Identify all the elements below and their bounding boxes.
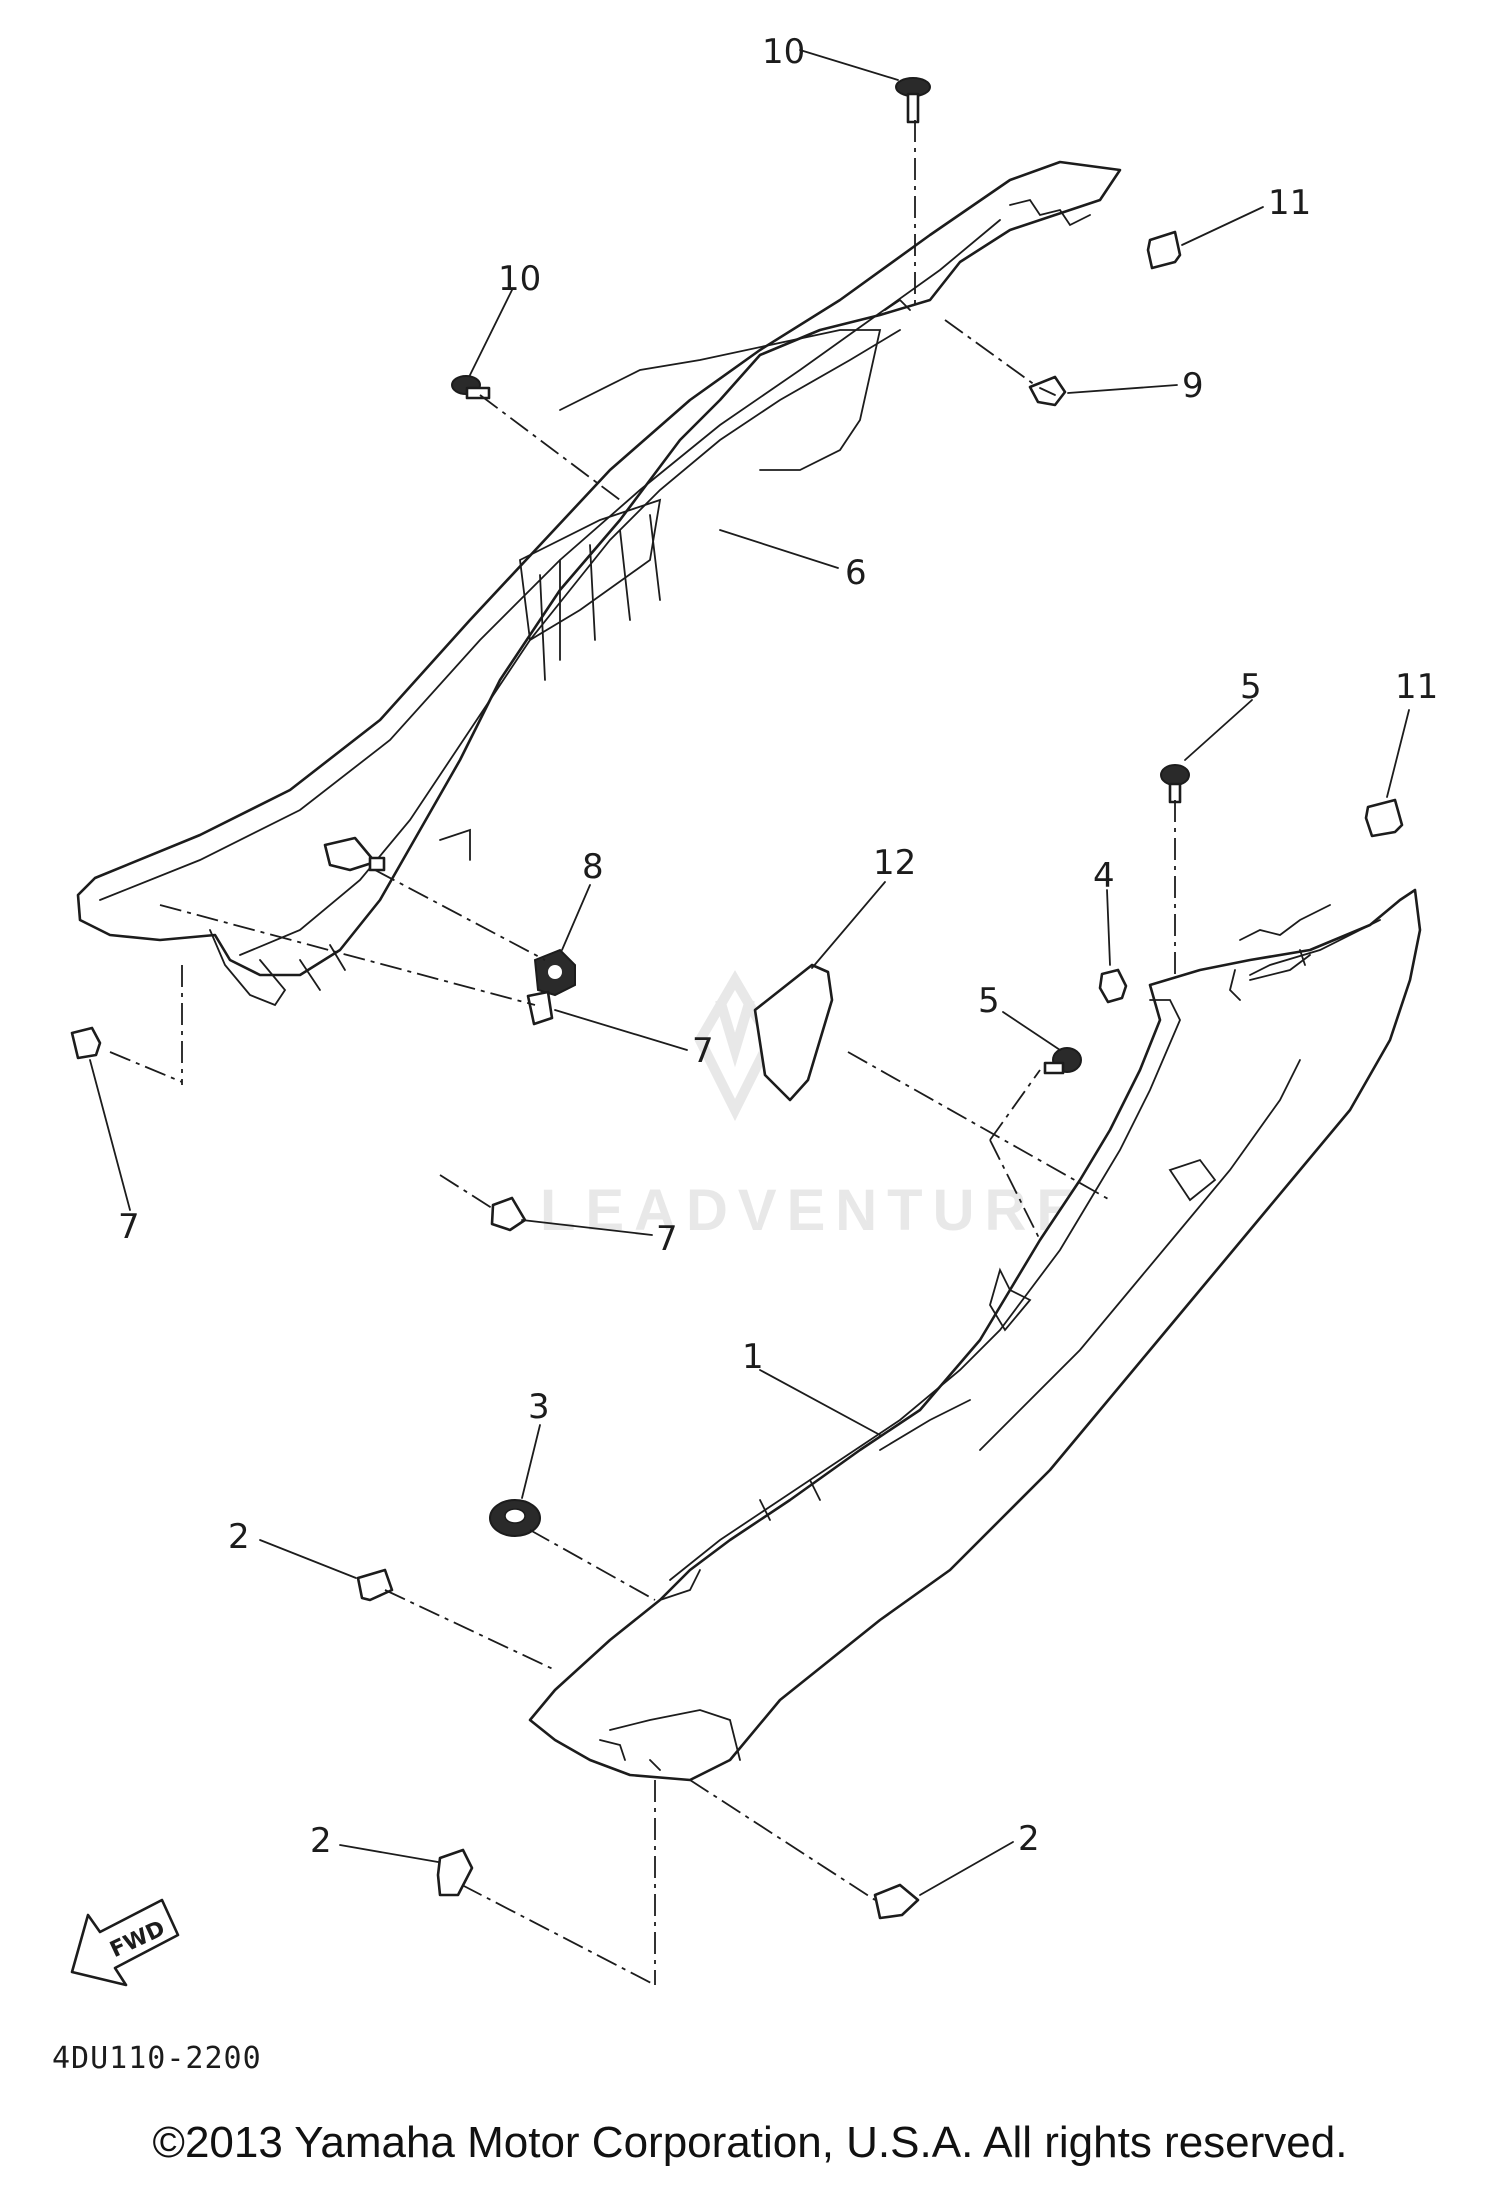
part-5-bolt-mid — [1043, 1047, 1082, 1075]
part-7-band-a — [526, 990, 554, 1026]
callouts: 10 11 10 9 6 5 11 12 4 8 5 7 7 7 1 3 2 2… — [118, 32, 1438, 1861]
callout-12: 12 — [873, 843, 916, 883]
callout-1: 1 — [742, 1337, 764, 1377]
callout-2-b: 2 — [310, 1821, 332, 1861]
part-7-band-c — [70, 1026, 102, 1060]
part-10-screw-top — [895, 77, 931, 124]
part-10-screw-left — [451, 375, 491, 400]
callout-5-top: 5 — [1240, 667, 1262, 707]
part-5-bolt-top — [1160, 764, 1190, 804]
callout-10-top: 10 — [762, 32, 805, 72]
watermark: LEADVENTURE — [540, 970, 1085, 1243]
part-3-grommet — [489, 1499, 541, 1537]
callout-2-c: 2 — [1018, 1819, 1040, 1859]
part-7-band-b — [490, 1196, 527, 1232]
callout-7-a: 7 — [692, 1031, 714, 1071]
part-11-damper-top — [1146, 230, 1182, 270]
part-2-band-c — [873, 1883, 920, 1920]
callout-4: 4 — [1093, 856, 1115, 896]
callout-11-top: 11 — [1268, 183, 1311, 223]
part-2-band-a — [356, 1568, 394, 1602]
callout-10-left: 10 — [498, 259, 541, 299]
copyright-notice: ©2013 Yamaha Motor Corporation, U.S.A. A… — [152, 2118, 1348, 2167]
callout-11-right: 11 — [1395, 667, 1438, 707]
part-11-damper-right — [1364, 798, 1404, 838]
part-6-rear-cowl — [76, 160, 1122, 1007]
assembly-lines — [109, 120, 1176, 1986]
callout-3: 3 — [528, 1387, 550, 1427]
part-9-nut — [1028, 375, 1067, 407]
leader-lines — [89, 49, 1410, 1896]
callout-7-b: 7 — [656, 1219, 678, 1259]
callout-6: 6 — [845, 553, 867, 593]
part-12-caution-label — [753, 963, 834, 1102]
callout-2-a: 2 — [228, 1517, 250, 1557]
part-8-grommet — [533, 948, 576, 997]
diagram-code: 4DU110-2200 — [52, 2041, 262, 2076]
part-4-nut — [1098, 968, 1128, 1004]
callout-9: 9 — [1182, 366, 1204, 406]
part-1-side-cover — [528, 888, 1422, 1782]
callout-7-c: 7 — [118, 1207, 140, 1247]
part-2-band-b — [436, 1848, 474, 1897]
callout-5-mid: 5 — [978, 981, 1000, 1021]
watermark-text: LEADVENTURE — [540, 1178, 1085, 1243]
callout-8: 8 — [582, 847, 604, 887]
forward-arrow-icon: FWD — [70, 1898, 180, 1987]
part-cushion — [323, 836, 386, 872]
